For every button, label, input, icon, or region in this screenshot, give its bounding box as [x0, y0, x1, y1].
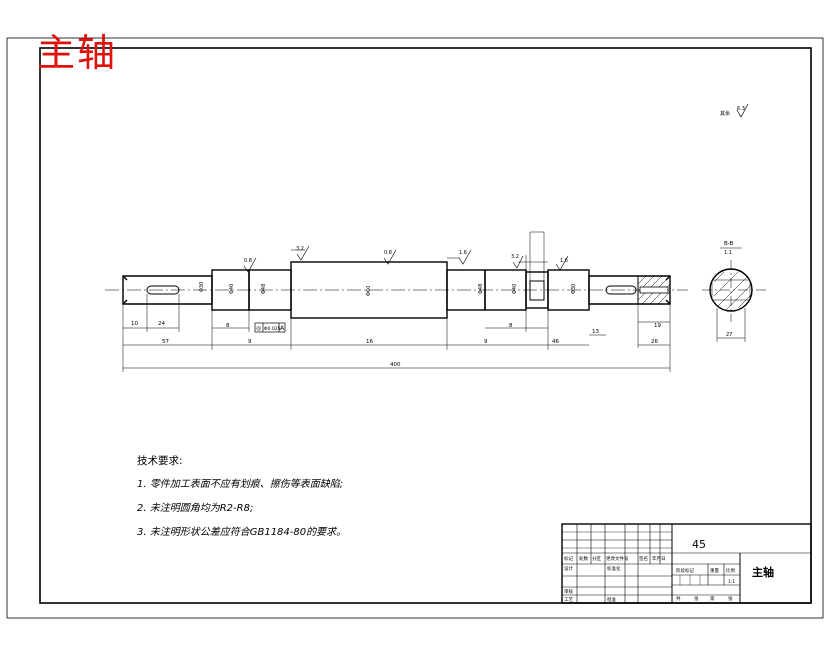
diameter-label: Φ60	[366, 286, 372, 296]
section-ratio: 1:1	[724, 250, 732, 256]
stamp-title: 主轴	[37, 31, 118, 75]
dimension-lines	[122, 231, 671, 372]
dimension-texts: 10 24 57 8 9 16 9 8 46 13 19 26 400	[131, 321, 661, 368]
tb-scale: 1:1	[728, 579, 735, 585]
diameter-label: Φ30	[571, 284, 577, 294]
diameter-labels: Φ30 Φ40 Φ48 Φ60 Φ48 Φ40 Φ30	[199, 282, 577, 296]
dim-text: 26	[651, 339, 658, 345]
tb-header: 更改文件号	[606, 555, 629, 562]
title-block-text: 标记 处数 分区 更改文件号 签名 年月日 设计 标准化 审核 工艺 批准 阶段…	[564, 555, 735, 603]
diameter-label: Φ30	[199, 282, 205, 292]
tb-row: 批准	[607, 596, 616, 603]
tb-row: 设计	[564, 565, 573, 572]
tb-sheet: 张	[728, 595, 733, 602]
general-roughness: 其余 6.3	[720, 103, 749, 118]
tech-item: 2. 未注明圆角均为R2-R8;	[137, 503, 254, 514]
roughness-value: 1.6	[560, 258, 568, 264]
tb-row: 标准化	[607, 565, 621, 572]
tb-row: 审核	[564, 588, 573, 595]
tolerance-symbol: ◎	[256, 325, 261, 332]
tb-header: 年月日	[652, 555, 666, 562]
tb-sheet: 张	[694, 595, 699, 602]
dim-text: 16	[366, 339, 373, 345]
dim-text: 46	[552, 339, 559, 345]
tolerance-frame: ◎ Φ0.025 A	[254, 322, 286, 333]
outer-border	[6, 37, 824, 619]
center-hole	[639, 286, 669, 294]
roughness-value: 0.8	[384, 250, 392, 256]
dim-text: 57	[162, 339, 169, 345]
roughness-note: 其余	[720, 110, 730, 117]
keyway-right	[605, 285, 637, 295]
dim-text: 24	[158, 321, 165, 327]
tolerance-value: Φ0.025	[264, 326, 281, 332]
keyway-left	[146, 285, 180, 295]
tb-header: 分区	[592, 555, 601, 562]
tb-header: 签名	[639, 555, 648, 562]
dim-text: 10	[131, 321, 138, 327]
tb-stage: 重量	[710, 567, 719, 574]
dim-text: 9	[484, 339, 488, 345]
tb-row: 工艺	[564, 597, 573, 603]
diameter-label: Φ40	[229, 284, 235, 294]
roughness-value: 0.8	[244, 258, 252, 264]
tech-item: 3. 未注明形状公差应符合GB1184-80的要求。	[137, 527, 347, 538]
roughness-value: 3.2	[296, 246, 304, 252]
inner-border	[39, 47, 812, 604]
title-block	[561, 523, 812, 604]
dim-text: 8	[509, 323, 513, 329]
dim-text: 19	[654, 323, 661, 329]
tb-sheet: 第	[710, 595, 715, 602]
roughness-value: 3.2	[511, 254, 519, 260]
total-length-text: 400	[390, 362, 401, 368]
material-text: 45	[692, 538, 706, 551]
roughness-note-value: 6.3	[737, 106, 745, 112]
part-name-text: 主轴	[752, 565, 774, 579]
section-view: B-B 1:1 27	[702, 241, 766, 342]
diameter-label: Φ40	[512, 284, 518, 294]
tb-header: 处数	[579, 555, 588, 562]
roughness-marks: 0.8 3.2 0.8 1.6 1.6 3.2	[243, 245, 569, 273]
tech-requirements: 技术要求: 1. 零件加工表面不应有划痕、擦伤等表面缺陷; 2. 未注明圆角均为…	[137, 449, 346, 545]
dim-text: 13	[592, 329, 599, 335]
diameter-label: Φ48	[478, 284, 484, 294]
dim-text: 9	[248, 339, 252, 345]
tolerance-datum: A	[280, 325, 285, 332]
tb-sheet: 共	[676, 595, 681, 602]
tb-stage: 阶段标记	[676, 567, 694, 574]
tb-header: 标记	[564, 555, 573, 562]
roughness-value: 1.6	[459, 250, 467, 256]
dim-text: 8	[226, 323, 230, 329]
section-dim: 27	[726, 332, 732, 338]
tb-stage: 比例	[726, 567, 735, 574]
tech-item: 1. 零件加工表面不应有划痕、擦伤等表面缺陷;	[137, 479, 344, 490]
diameter-label: Φ48	[261, 284, 267, 294]
tech-heading: 技术要求:	[137, 455, 183, 467]
section-label: B-B	[724, 241, 734, 247]
